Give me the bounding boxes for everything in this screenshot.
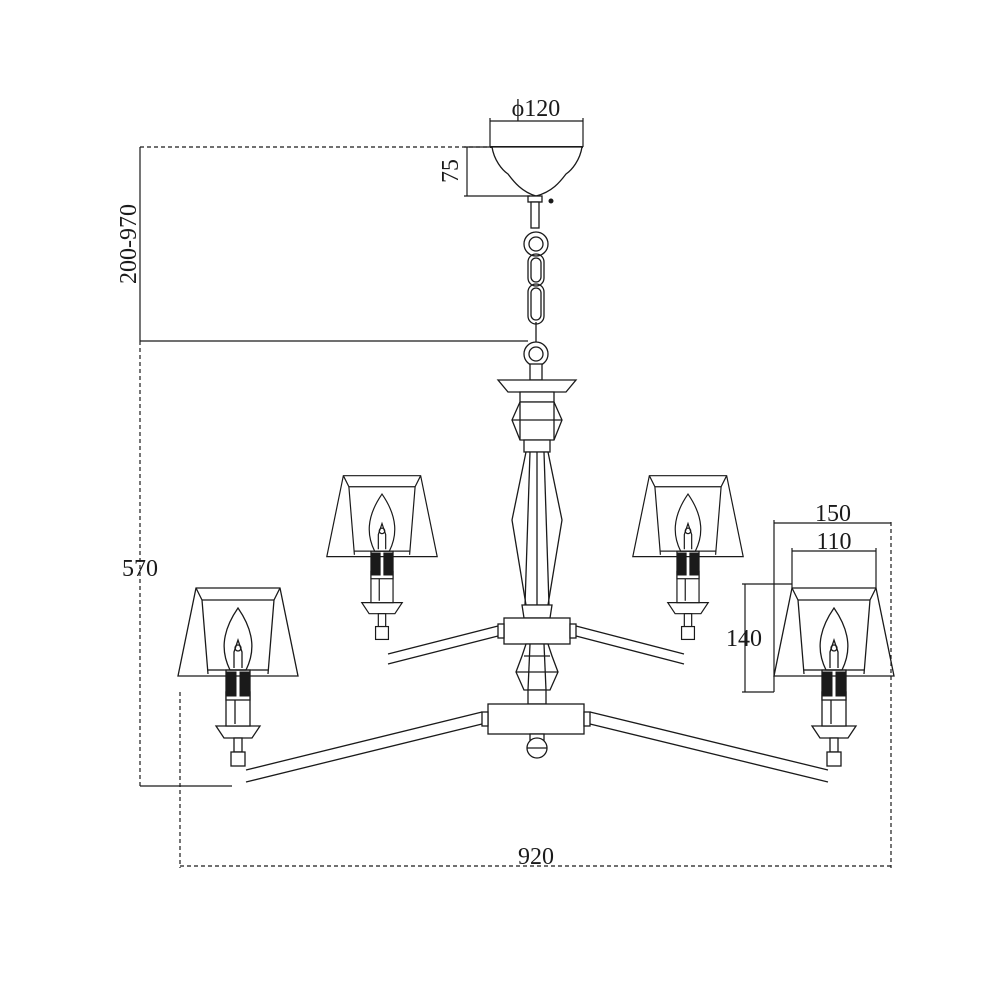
dim-shade-top: 110 [791,529,877,588]
lamp-upper-right [632,475,744,641]
dim-canopy-diameter: ϕ120 [489,96,584,147]
ceiling-canopy [490,146,583,229]
dim-shade-height: 140 [726,583,792,693]
canopy-diameter-label: ϕ120 [512,96,561,122]
lower-arms [245,711,829,783]
shade-bottom-label: 150 [815,501,851,527]
body-height-label: 570 [122,556,158,582]
dim-canopy-height: 75 [438,146,530,197]
dim-shade-bottom: 150 [773,501,891,692]
chain-length-label: 200-970 [116,204,142,284]
overall-width-label: 920 [518,844,554,870]
dim-chain-length: 200-970 [116,146,528,342]
canopy-height-label: 75 [438,159,464,183]
dim-overall-width: 920 [179,522,892,870]
lamp-lower-left [177,587,299,767]
shade-height-label: 140 [726,626,762,652]
suspension-chain [523,231,549,367]
lamp-lower-right [773,587,895,767]
central-column [481,363,591,759]
dim-body-height: 570 [122,341,232,787]
lamp-upper-left [326,475,438,641]
shade-top-label: 110 [816,529,851,555]
upper-arms [387,625,685,665]
